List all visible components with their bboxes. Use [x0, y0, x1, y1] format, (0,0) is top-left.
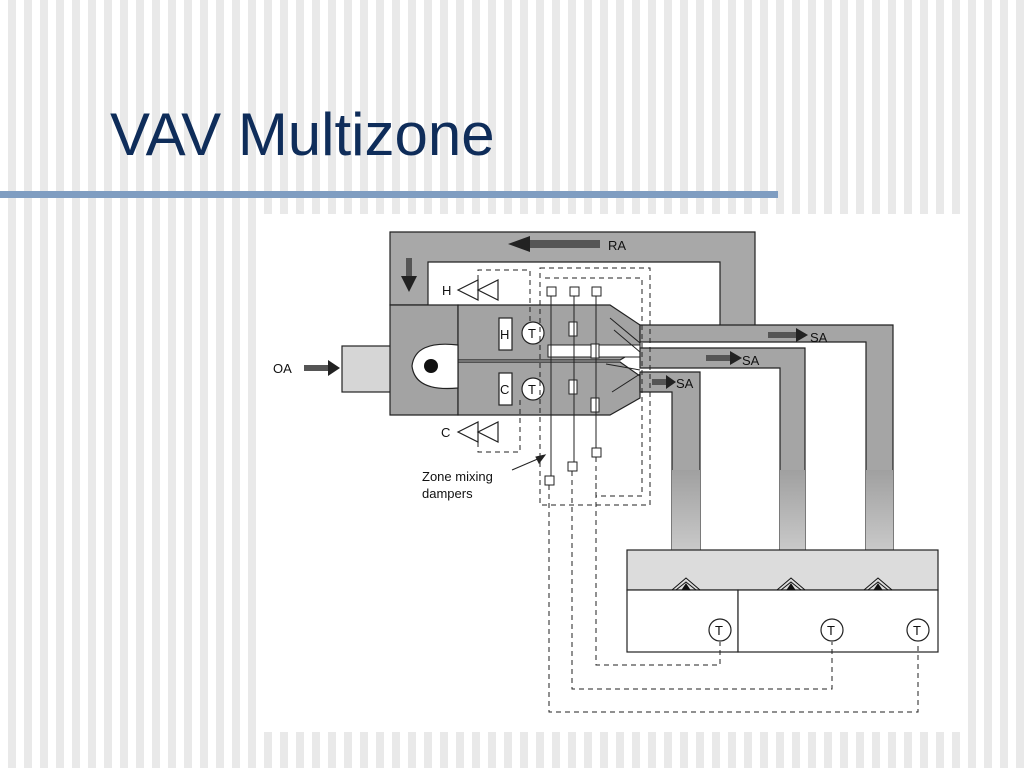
diffuser-2 [776, 577, 806, 591]
callout-leader [511, 454, 547, 471]
down-arrow [401, 258, 417, 292]
zone-mixing-dampers-label-line2: dampers [422, 486, 473, 501]
outside-air-label: OA [273, 361, 292, 376]
ceiling-plenum [626, 549, 939, 591]
damper-diagonal-lines [605, 317, 641, 393]
zone-thermostat-1 [708, 618, 732, 642]
zone-thermostat-3 [906, 618, 930, 642]
vav-multizone-diagram: H C T T H C [264, 214, 962, 732]
outside-air-arrow [304, 360, 340, 376]
title-rule [0, 191, 778, 198]
diffuser-3 [863, 577, 893, 591]
cooling-coil-label: C [500, 382, 509, 397]
supply-arrow-2 [706, 351, 742, 365]
svg-text:C: C [441, 425, 450, 440]
valve-control-lines [477, 269, 531, 453]
cold-deck [457, 361, 641, 416]
slide-title: VAV Multizone [110, 101, 495, 168]
zone-mixing-dampers-label-line1: Zone mixing [422, 469, 493, 484]
supply-arrow-3 [652, 375, 676, 389]
cooling-coil [498, 372, 513, 406]
cooling-thermostat [521, 377, 545, 401]
supply-air-label-2: SA [742, 353, 760, 368]
heating-valve [456, 279, 499, 301]
supply-arrow-1 [768, 328, 808, 342]
zone-mixing-damper-blades [568, 321, 600, 413]
damper-actuators [544, 286, 602, 486]
return-air-arrow [508, 236, 600, 252]
svg-text:T: T [715, 623, 723, 638]
svg-text:T: T [528, 382, 536, 397]
return-air-label: RA [608, 238, 626, 253]
svg-text:T: T [913, 623, 921, 638]
supply-air-label-3: SA [676, 376, 694, 391]
supply-air-label-1: SA [810, 330, 828, 345]
svg-text:H: H [442, 283, 451, 298]
cooling-valve [456, 421, 499, 443]
zone-thermostat-2 [820, 618, 844, 642]
control-wiring [539, 267, 919, 713]
fan-hub [424, 359, 438, 373]
damper-linkage-lines [550, 296, 597, 476]
diffuser-1 [671, 577, 701, 591]
svg-text:T: T [827, 623, 835, 638]
svg-text:T: T [528, 326, 536, 341]
heating-coil-label: H [500, 327, 509, 342]
heating-thermostat [521, 321, 545, 345]
heating-coil [498, 317, 513, 351]
